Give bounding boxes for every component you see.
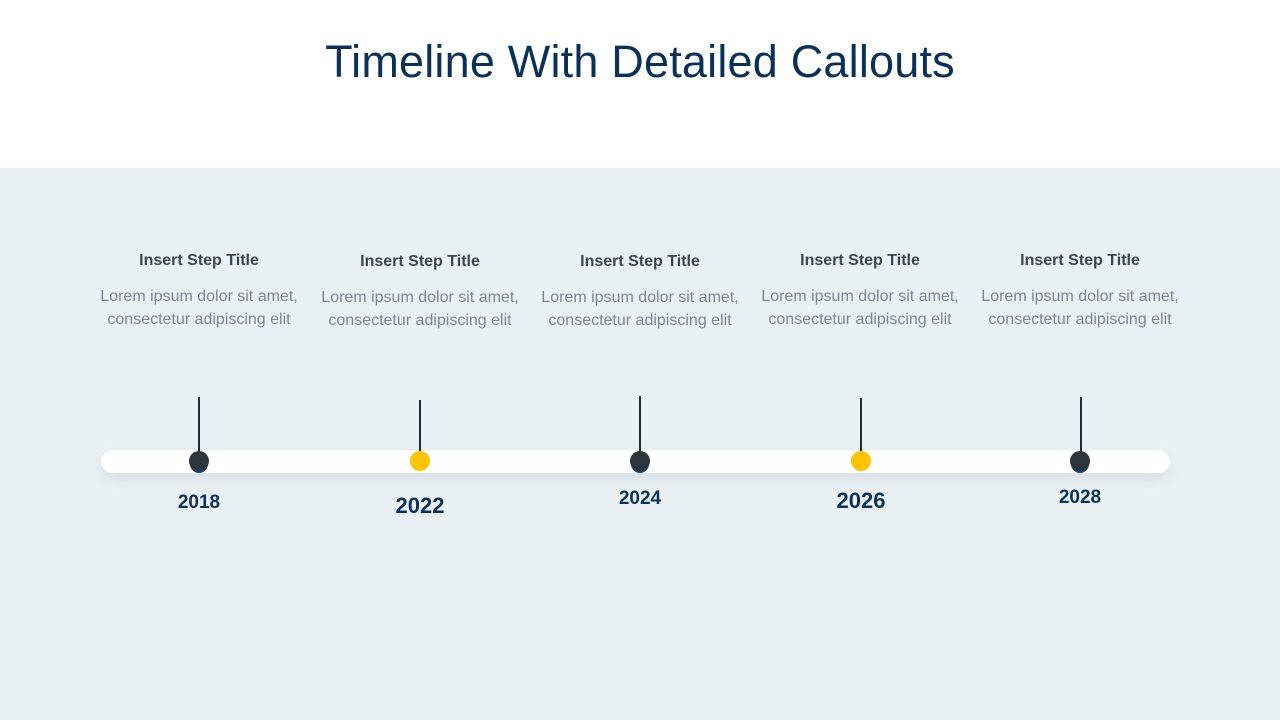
step-description: Lorem ipsum dolor sit amet, consectetur … xyxy=(100,287,298,328)
timeline-step-4[interactable]: Insert Step Title Lorem ipsum dolor sit … xyxy=(745,251,975,331)
step-title: Insert Step Title xyxy=(580,253,700,270)
step-connector-line xyxy=(639,396,641,461)
timeline-year-label: 2018 xyxy=(177,492,221,513)
step-connector-line xyxy=(419,400,421,461)
timeline-year-label: 2026 xyxy=(836,488,886,513)
timeline-step-2[interactable]: Insert Step Title Lorem ipsum dolor sit … xyxy=(305,252,535,332)
timeline-year-label: 2022 xyxy=(395,493,445,518)
step-title: Insert Step Title xyxy=(360,253,480,270)
timeline-marker-dot[interactable] xyxy=(189,451,209,471)
step-title: Insert Step Title xyxy=(1020,252,1140,269)
step-connector-line xyxy=(860,398,862,461)
step-title: Insert Step Title xyxy=(800,252,920,269)
page-title: Timeline With Detailed Callouts xyxy=(325,36,955,87)
timeline-marker-dot[interactable] xyxy=(630,451,650,471)
step-description: Lorem ipsum dolor sit amet, consectetur … xyxy=(981,287,1179,328)
timeline-step-3[interactable]: Insert Step Title Lorem ipsum dolor sit … xyxy=(525,252,755,332)
step-connector-line xyxy=(1080,397,1082,461)
header-band xyxy=(0,0,1280,168)
step-title: Insert Step Title xyxy=(139,252,259,269)
timeline-step-5[interactable]: Insert Step Title Lorem ipsum dolor sit … xyxy=(965,251,1195,331)
step-connector-line xyxy=(198,397,200,461)
timeline-year-label: 2024 xyxy=(618,488,662,509)
timeline-marker-dot[interactable] xyxy=(1070,451,1090,471)
timeline-marker-dot[interactable] xyxy=(851,451,871,471)
timeline-marker-dot[interactable] xyxy=(410,451,430,471)
step-description: Lorem ipsum dolor sit amet, consectetur … xyxy=(321,288,519,329)
timeline-step-1[interactable]: Insert Step Title Lorem ipsum dolor sit … xyxy=(84,251,314,331)
timeline-year-label: 2028 xyxy=(1058,487,1102,508)
step-description: Lorem ipsum dolor sit amet, consectetur … xyxy=(541,288,739,329)
step-description: Lorem ipsum dolor sit amet, consectetur … xyxy=(761,287,959,328)
